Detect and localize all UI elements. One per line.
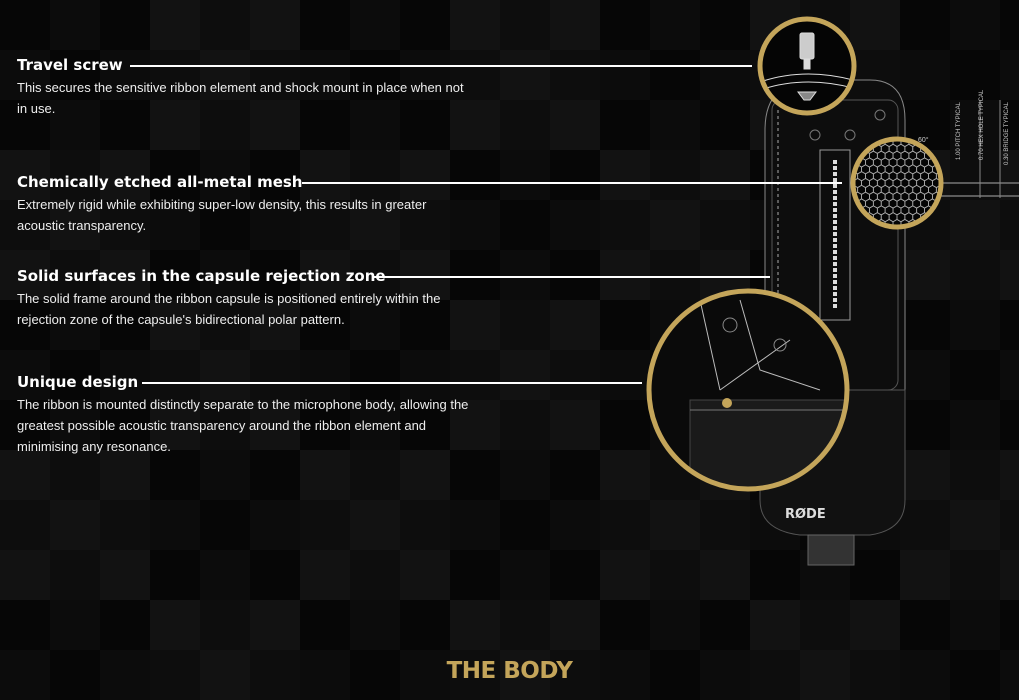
mesh-hex-cell [944, 144, 952, 153]
bridge-label: 0.30 BRIDGE TYPICAL [1004, 101, 1010, 165]
feature-description: The solid frame around the ribbon capsul… [17, 291, 441, 327]
pitch-label: 1.00 PITCH TYPICAL [956, 101, 962, 160]
feature-metal-mesh: Chemically etched all-metal mesh Extreme… [17, 172, 477, 236]
mesh-hex-cell [940, 138, 948, 147]
mesh-hex-cell [932, 141, 939, 147]
mesh-hex-cell [932, 219, 939, 225]
feature-title: Travel screw [17, 56, 123, 74]
feature-title: Unique design [17, 373, 139, 391]
mesh-hex-cell [944, 213, 952, 222]
feature-description: Extremely rigid while exhibiting super-l… [17, 197, 427, 233]
feature-description: The ribbon is mounted distinctly separat… [17, 397, 469, 454]
section-title: THE BODY [446, 658, 573, 684]
mesh-callout [850, 136, 952, 230]
mesh-hex-cell [940, 151, 948, 160]
mesh-hex-cell [924, 219, 933, 225]
mesh-hex-cell [936, 184, 939, 195]
mesh-hex-cell [940, 206, 948, 215]
feature-unique-design: Unique design The ribbon is mounted dist… [17, 372, 487, 457]
hex-hole-label: 0.70 HEX HOLE TYPICAL [979, 89, 985, 160]
feature-rejection-zone: Solid surfaces in the capsule rejection … [17, 266, 477, 330]
rejection-zone-leader-line [372, 276, 770, 278]
feature-title: Solid surfaces in the capsule rejection … [17, 267, 386, 285]
mesh-hex-cell [944, 185, 952, 194]
travel-screw-leader-line [130, 65, 752, 67]
feature-description: This secures the sensitive ribbon elemen… [17, 80, 464, 116]
mesh-hex-cell [944, 199, 952, 208]
brand-logo: RØDE [785, 507, 826, 522]
mesh-hex-cell [940, 220, 948, 229]
mesh-hex-cell [936, 212, 939, 223]
travel-screw-callout [757, 16, 857, 116]
mesh-hex-cell [944, 172, 952, 181]
mesh-leader-line [302, 182, 842, 184]
feature-travel-screw: Travel screw This secures the sensitive … [17, 55, 477, 119]
mesh-hex-cell [936, 143, 939, 154]
feature-title: Chemically etched all-metal mesh [17, 173, 303, 191]
angle-label: 60° [918, 136, 929, 144]
mesh-hex-cell [944, 158, 952, 167]
mesh-hex-cell [936, 171, 939, 182]
unique-design-leader-line [142, 382, 642, 384]
